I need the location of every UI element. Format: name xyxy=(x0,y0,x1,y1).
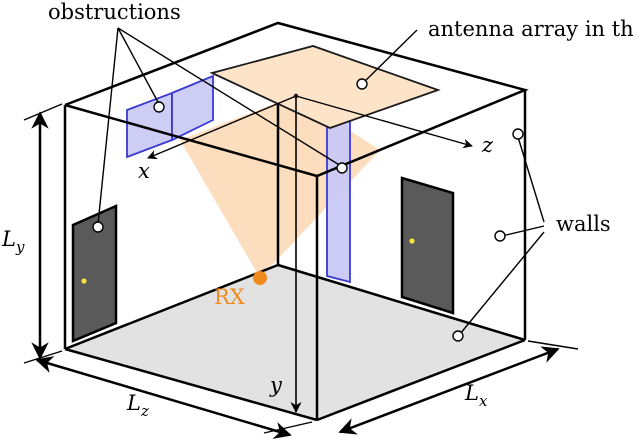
obstruction-panel-2 xyxy=(171,74,214,142)
obstruction-panels xyxy=(126,74,351,284)
wall-marker-right xyxy=(512,128,524,140)
dim-lz-label: Lz xyxy=(126,391,149,420)
obstruction-marker-door xyxy=(92,221,104,233)
door-knob-left xyxy=(81,278,87,284)
rx-label: RX xyxy=(214,285,245,309)
antenna-marker xyxy=(356,78,368,90)
rx-marker xyxy=(253,271,267,285)
dim-lx-line xyxy=(338,346,560,435)
room-vertical-edges xyxy=(63,90,527,420)
door-left xyxy=(71,204,118,343)
floor-back-right-edge xyxy=(277,263,526,342)
antenna-label: antenna array in th xyxy=(428,17,634,41)
obstruction-marker-panel xyxy=(153,101,165,113)
antenna-callout-line xyxy=(361,29,418,85)
obstructions-callout xyxy=(97,27,342,225)
obstruction-marker-pillar xyxy=(336,162,348,174)
antenna-array xyxy=(209,45,441,129)
wall-marker-side xyxy=(494,230,506,242)
axis-x xyxy=(147,95,297,160)
obstructions-label: obstructions xyxy=(48,0,181,24)
walls-label: walls xyxy=(556,212,611,236)
door-knob-right xyxy=(409,238,415,244)
axis-x-label: x xyxy=(138,159,150,183)
axes xyxy=(147,95,473,414)
axis-y-label: y xyxy=(269,373,283,397)
wall-marker-floor xyxy=(452,330,464,342)
floor-back-left-edge xyxy=(64,263,279,351)
dimension-arrows xyxy=(31,111,560,439)
door-right xyxy=(400,176,455,315)
dim-lx-label: Lx xyxy=(464,381,488,410)
axis-z xyxy=(295,95,473,149)
walls-callout xyxy=(459,136,545,335)
dim-ly-label: Ly xyxy=(1,227,25,256)
axis-z-label: z xyxy=(481,133,494,157)
dim-lz-line xyxy=(35,356,292,439)
